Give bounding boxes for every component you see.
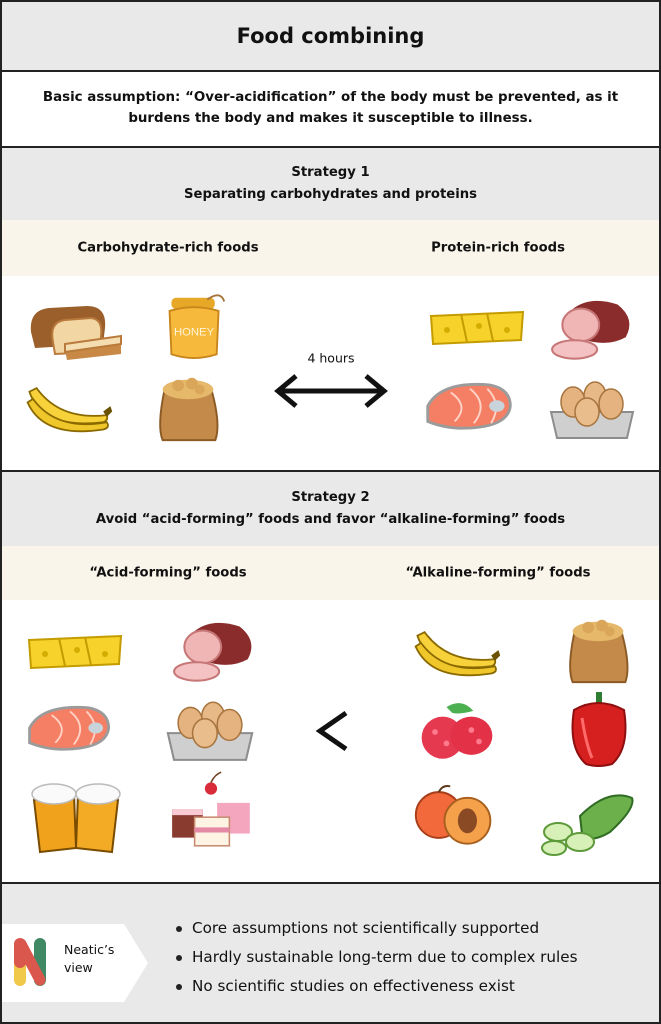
honey-jar-icon <box>162 288 228 364</box>
strategy-2-header: Strategy 2 Avoid “acid-forming” foods an… <box>2 470 659 546</box>
carbohydrate-header: Carbohydrate-rich foods <box>77 240 259 256</box>
salmon-icon <box>24 698 116 758</box>
protein-header: Protein-rich foods <box>431 240 565 256</box>
strategy-2-column-headers: “Acid-forming” foods “Alkaline-forming” … <box>2 546 659 600</box>
page-title: Food combining <box>2 2 659 72</box>
banana-icon <box>24 372 114 442</box>
ham-icon <box>546 292 638 364</box>
eggs-icon <box>162 692 258 764</box>
beer-mugs-icon <box>24 774 128 854</box>
bullet-item: Hardly sustainable long-term due to comp… <box>174 945 577 974</box>
cakes-icon <box>166 768 258 850</box>
cheese-icon <box>24 626 126 676</box>
banana-icon <box>412 616 502 686</box>
strategy-1-subheading: Separating carbohydrates and proteins <box>184 187 477 202</box>
cucumber-icon <box>538 786 638 856</box>
double-arrow-icon <box>274 374 388 408</box>
bell-pepper-icon <box>564 688 634 768</box>
strategy-2-subheading: Avoid “acid-forming” foods and favor “al… <box>95 512 566 527</box>
neatic-view-badge <box>2 924 148 1002</box>
potato-sack-icon <box>148 368 228 446</box>
raspberries-icon <box>414 696 500 766</box>
neatic-logo-icon <box>14 938 46 986</box>
neatic-view-bullets: Core assumptions not scientifically supp… <box>174 916 577 1003</box>
bread-icon <box>24 292 126 362</box>
ham-icon <box>168 614 260 686</box>
less-than-icon <box>315 710 348 752</box>
strategy-1-heading: Strategy 1 <box>291 164 370 180</box>
alkaline-forming-header: “Alkaline-forming” foods <box>405 565 591 581</box>
peach-icon <box>412 782 498 850</box>
cheese-icon <box>426 302 528 352</box>
neatic-view-label: Neatic’s view <box>64 942 115 975</box>
strategy-1-column-headers: Carbohydrate-rich foods Protein-rich foo… <box>2 220 659 276</box>
strategy-1-header: Strategy 1 Separating carbohydrates and … <box>2 148 659 220</box>
separator-label: 4 hours <box>307 350 355 366</box>
acid-forming-header: “Acid-forming” foods <box>89 565 247 581</box>
eggs-icon <box>546 372 638 442</box>
bullet-item: Core assumptions not scientifically supp… <box>174 916 577 945</box>
potato-sack-icon <box>558 610 638 688</box>
basic-assumption: Basic assumption: “Over-acidification” o… <box>2 72 659 148</box>
salmon-icon <box>422 376 518 436</box>
bullet-item: No scientific studies on effectiveness e… <box>174 974 577 1003</box>
strategy-2-heading: Strategy 2 <box>291 489 370 505</box>
